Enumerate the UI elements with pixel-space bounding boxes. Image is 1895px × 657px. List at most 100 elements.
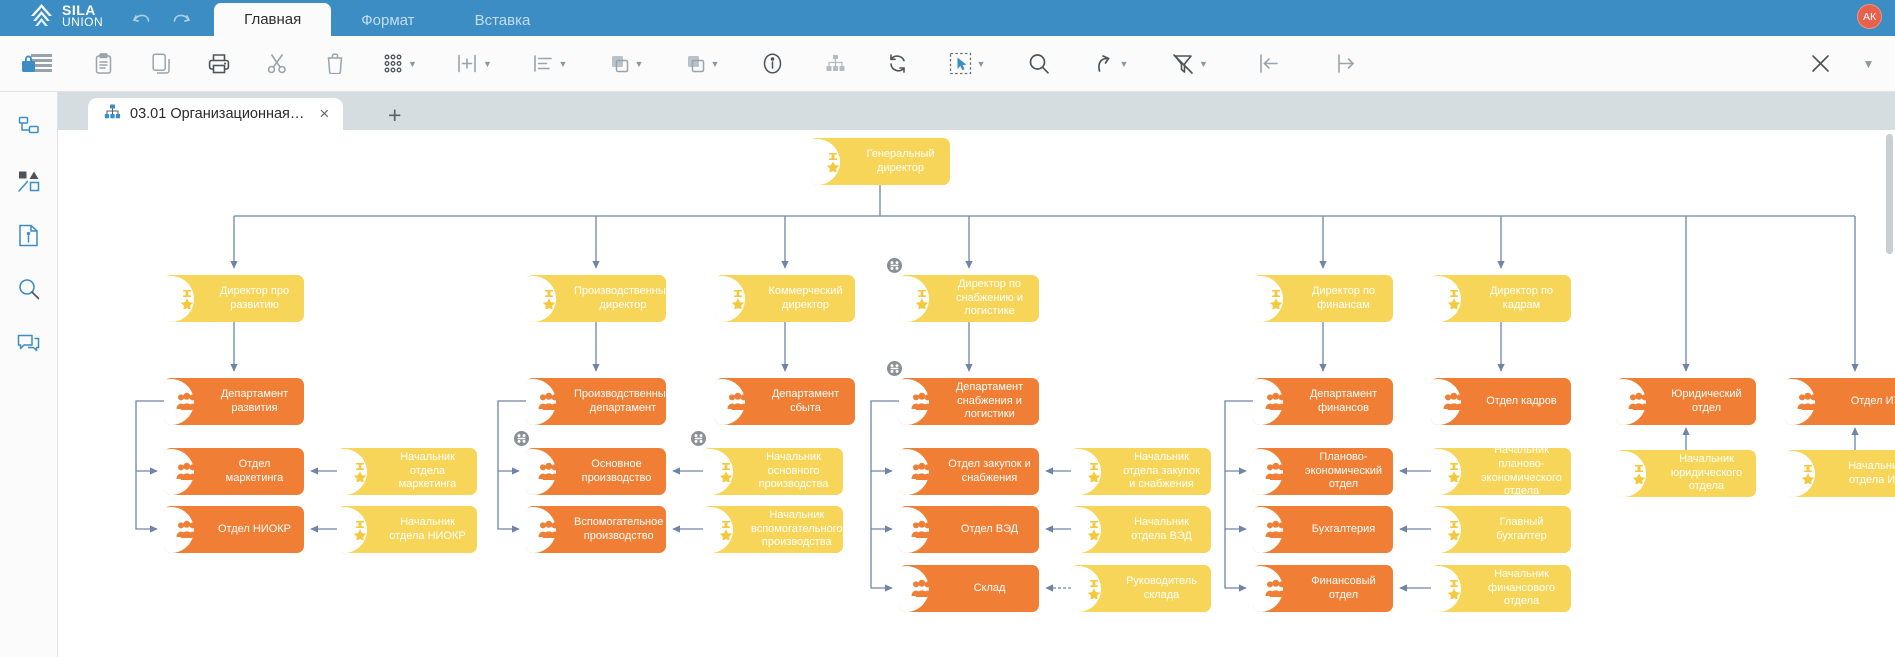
refresh-icon[interactable] [866,36,928,92]
grid-layout-icon[interactable]: ▼ [364,36,436,92]
sidebar-item-shapes[interactable] [16,168,42,194]
org-node-mgr_purch[interactable]: Начальник отдела закупок и снабжения [1071,448,1211,495]
org-node-mgr_acc[interactable]: Главный бухгалтер [1431,506,1571,553]
org-node-dep_fin[interactable]: Департамент финансов [1253,378,1393,425]
cut-icon[interactable] [248,36,306,92]
org-node-mgr_mkt[interactable]: Начальник отдела маркетинга [337,448,477,495]
chevron-down-icon[interactable]: ▼ [558,58,568,69]
org-node-dep_prod[interactable]: Производственный департамент [526,378,666,425]
org-node-label: Руководитель склада [1126,574,1197,601]
org-node-mgr_rnd[interactable]: Начальник отдела НИОКР [337,506,477,553]
copy-icon[interactable] [132,36,190,92]
org-node-mgr_prod_main[interactable]: Начальник основного производства [703,448,843,495]
collapse-toggle-icon[interactable] [691,431,706,446]
undo-icon[interactable] [131,9,153,28]
org-node-prod_main[interactable]: Основное производство [526,448,666,495]
org-node-dep_hr[interactable]: Отдел кадров [1431,378,1571,425]
lock-lines-icon[interactable] [0,36,74,92]
org-node-mgr_ved[interactable]: Начальник отдела ВЭД [1071,506,1211,553]
info-icon[interactable] [740,36,804,92]
org-node-mgr_findep[interactable]: Начальник финансового отдела [1431,565,1571,612]
org-node-label: Начальник отдела НИОКР [389,515,466,542]
org-node-otd_rnd[interactable]: Отдел НИОКР [164,506,304,553]
sidebar-item-properties[interactable] [16,222,42,248]
org-node-otd_wh[interactable]: Склад [899,565,1039,612]
new-tab-button[interactable]: + [388,102,402,128]
chevron-down-icon[interactable]: ▼ [1199,58,1208,69]
org-node-otd_ved[interactable]: Отдел ВЭД [899,506,1039,553]
group-badge-icon [1253,506,1299,553]
document-tab[interactable]: 03.01 Организационная… × [88,98,343,130]
org-node-dep_it[interactable]: Отдел ИТ [1785,378,1895,425]
org-node-ceo[interactable]: Генеральный директор [810,138,950,185]
collapse-toggle-icon[interactable] [887,361,902,376]
org-node-mgr_legal[interactable]: Начальник юридического отдела [1616,450,1756,497]
chevron-down-icon[interactable]: ▼ [408,58,417,69]
chevron-down-icon[interactable]: ▼ [1862,56,1875,71]
arrange-icon[interactable]: ▼ [588,36,664,92]
ribbon-more-icon[interactable]: ▼ [1849,36,1895,92]
org-node-dir_hr[interactable]: Директор по кадрам [1431,275,1571,322]
org-node-label: Начальник отдела ИТ [1848,459,1895,486]
insert-column-icon[interactable]: ▼ [436,36,512,92]
org-node-mgr_wh[interactable]: Руководитель склада [1071,565,1211,612]
org-node-dep_sales[interactable]: Департамент сбыта [715,378,855,425]
org-node-prod_aux[interactable]: Вспомогательное производство [526,506,666,553]
group-badge-icon [526,506,572,553]
redo-icon[interactable] [170,9,192,28]
tab-vstavka[interactable]: Вставка [474,12,531,29]
org-node-mgr_peo[interactable]: Начальник планово-экономического отдела [1431,448,1571,495]
sidebar-item-comments[interactable] [16,330,42,356]
org-chart-icon[interactable] [804,36,866,92]
org-node-dep_dev[interactable]: Департамент развития [164,378,304,425]
align-left-edge-icon[interactable] [1230,36,1308,92]
tab-format[interactable]: Формат [361,12,415,29]
org-node-mgr_prod_aux[interactable]: Начальник вспомогательного производства [703,506,843,553]
align-icon[interactable]: ▼ [512,36,588,92]
filter-off-icon[interactable]: ▼ [1150,36,1230,92]
delete-icon[interactable] [306,36,364,92]
org-node-dep_legal[interactable]: Юридический отдел [1616,378,1756,425]
diagram-canvas[interactable]: Генеральный директор Директор про развит… [58,130,1895,657]
redo-arrow-icon[interactable]: ▼ [1072,36,1150,92]
org-node-dir_dev[interactable]: Директор про развитию [164,275,304,322]
diagram-content: Генеральный директор Директор про развит… [58,130,1895,657]
tab-glavnaya[interactable]: Главная [214,3,332,36]
org-node-otd_peo[interactable]: Планово-экономический отдел [1253,448,1393,495]
org-node-dep_supply[interactable]: Департамент снабжения и логистики [899,378,1039,425]
chevron-down-icon[interactable]: ▼ [976,58,986,69]
sidebar-item-structure[interactable] [16,114,42,140]
arrange-back-icon[interactable]: ▼ [664,36,740,92]
org-node-otd_mkt[interactable]: Отдел маркетинга [164,448,304,495]
group-badge-icon [899,565,945,612]
print-icon[interactable] [190,36,248,92]
align-right-edge-icon[interactable] [1308,36,1386,92]
collapse-toggle-icon[interactable] [514,431,529,446]
org-node-dir_prod[interactable]: Производственный директор [526,275,666,322]
close-ribbon-icon[interactable] [1791,36,1849,92]
sidebar-item-search[interactable] [16,276,42,302]
org-node-dir_comm[interactable]: Коммерческий директор [715,275,855,322]
org-node-label: Бухгалтерия [1311,522,1376,535]
collapse-toggle-icon[interactable] [887,258,902,273]
org-node-dir_supply[interactable]: Директор по снабжению и логистике [899,275,1039,322]
paste-icon[interactable] [74,36,132,92]
org-node-otd_purch[interactable]: Отдел закупок и снабжения [899,448,1039,495]
close-icon[interactable]: × [319,104,330,123]
chevron-down-icon[interactable]: ▼ [634,58,644,69]
org-node-label: Производственный директор [574,284,666,311]
chevron-down-icon[interactable]: ▼ [1119,58,1129,69]
select-icon[interactable]: ▼ [928,36,1006,92]
org-node-mgr_it[interactable]: Начальник отдела ИТ [1785,450,1895,497]
org-node-label: Финансовый отдел [1311,574,1376,601]
sila-union-logo-icon [28,3,55,29]
org-node-otd_acc[interactable]: Бухгалтерия [1253,506,1393,553]
user-avatar[interactable]: АК [1857,4,1882,29]
chevron-down-icon[interactable]: ▼ [483,58,492,69]
org-node-dir_fin[interactable]: Директор по финансам [1253,275,1393,322]
org-node-otd_findep[interactable]: Финансовый отдел [1253,565,1393,612]
chevron-down-icon[interactable]: ▼ [710,58,720,69]
brand-line-1: SILA [62,2,96,19]
search-icon[interactable] [1006,36,1072,92]
canvas-vertical-scrollbar[interactable] [1886,134,1893,254]
